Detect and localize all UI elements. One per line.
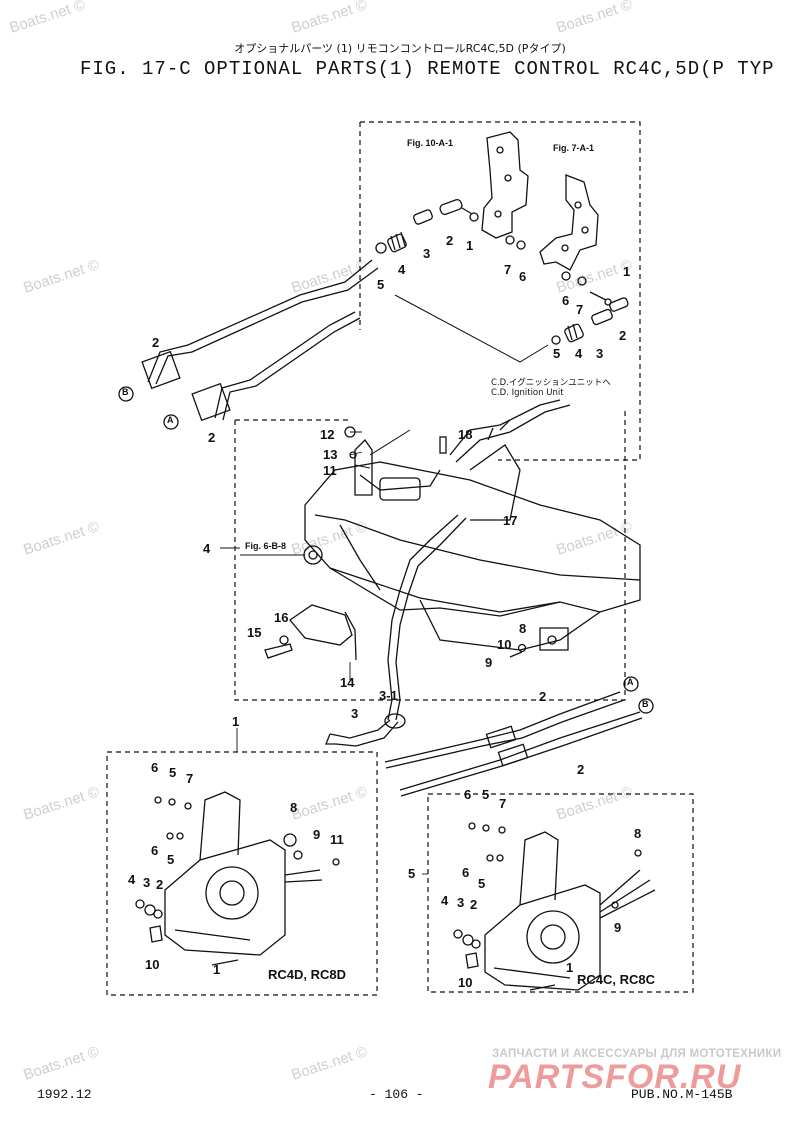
brand-logo: PARTSFOR.RU	[488, 1058, 742, 1096]
callout-4: 4	[398, 262, 406, 277]
callout-2: 2	[539, 689, 547, 704]
subtitle-japanese: オプショナルパーツ (1) リモコンコントロールRC4C,5D (Pタイプ)	[234, 42, 566, 55]
ignition-harness	[369, 399, 571, 721]
callout-10: 10	[145, 957, 160, 972]
callout-10: 10	[497, 637, 512, 652]
connector-a-marker	[163, 414, 179, 430]
callout-3-1: 3-1	[379, 688, 398, 703]
callout-5: 5	[482, 787, 490, 802]
callout-8: 8	[290, 800, 298, 815]
footer-page-number: - 106 -	[369, 1087, 424, 1102]
callout-6: 6	[151, 760, 159, 775]
control-cable-upper	[141, 259, 549, 422]
model-label-left: RC4D, RC8D	[268, 967, 347, 982]
callout-7: 7	[499, 796, 507, 811]
callout-2: 2	[152, 335, 160, 350]
cd-ignition-note-en: C.D. Ignition Unit	[491, 388, 564, 398]
ref-fig-7-a-1: Fig. 7-A-1	[553, 143, 595, 153]
callout-1: 1	[566, 960, 574, 975]
callout-5: 5	[377, 277, 385, 292]
footer-date: 1992.12	[37, 1087, 92, 1102]
callout-1: 1	[213, 962, 221, 977]
callout-3: 3	[457, 895, 465, 910]
callout-6: 6	[464, 787, 472, 802]
remote-control-box-left	[135, 791, 340, 966]
footer-publication-number: PUB.NO.M-145B	[631, 1087, 733, 1102]
callout-1: 1	[466, 238, 474, 253]
callout-2: 2	[470, 897, 478, 912]
callout-7: 7	[186, 771, 194, 786]
callout-9: 9	[614, 920, 622, 935]
callout-5: 5	[169, 765, 177, 780]
callout-5: 5	[478, 876, 486, 891]
callout-leader-lines	[220, 431, 500, 875]
callout-6: 6	[562, 293, 570, 308]
callout-4: 4	[441, 893, 449, 908]
bracket-fig-10-a-1	[481, 131, 529, 239]
remote-control-box-right	[453, 822, 656, 991]
callout-5: 5	[553, 346, 561, 361]
callout-9: 9	[313, 827, 321, 842]
callout-3: 3	[143, 875, 151, 890]
cable-end-parts-top	[375, 199, 629, 345]
connector-a-label: A	[167, 415, 174, 425]
lower-harness	[325, 713, 406, 747]
callout-4: 4	[128, 872, 136, 887]
callout-5: 5	[408, 866, 416, 881]
callout-10: 10	[458, 975, 473, 990]
callout-6: 6	[151, 843, 159, 858]
connector-b-label-lower: B	[642, 699, 649, 709]
connector-a-label-lower: A	[627, 677, 634, 687]
model-label-right: RC4C, RC8C	[577, 972, 656, 987]
callout-4: 4	[203, 541, 211, 556]
callout-2: 2	[208, 430, 216, 445]
callout-7: 7	[576, 302, 584, 317]
callout-16: 16	[274, 610, 289, 625]
mounting-plate	[264, 604, 569, 661]
callout-3: 3	[351, 706, 359, 721]
ref-fig-6-b-8: Fig. 6-B-8	[245, 541, 287, 551]
callout-8: 8	[519, 621, 527, 636]
connector-b-marker-lower	[638, 698, 654, 714]
callout-3: 3	[596, 346, 604, 361]
cd-ignition-note-jp: C.D.イグニッションユニットへ	[491, 378, 611, 388]
callout-2: 2	[577, 762, 585, 777]
callout-2: 2	[156, 877, 164, 892]
page-title: FIG. 17-C OPTIONAL PARTS(1) REMOTE CONTR…	[80, 58, 775, 80]
callout-5: 5	[167, 852, 175, 867]
bracket-fig-7-a-1	[539, 174, 599, 271]
connector-b-label: B	[122, 387, 129, 397]
callout-11: 11	[330, 832, 344, 847]
callout-8: 8	[634, 826, 642, 841]
callout-2: 2	[619, 328, 627, 343]
callout-17: 17	[503, 513, 518, 528]
dashed-group-outline	[106, 121, 694, 996]
callout-13: 13	[323, 447, 338, 462]
callout-15: 15	[247, 625, 262, 640]
callout-18: 18	[458, 427, 473, 442]
callout-6: 6	[519, 269, 527, 284]
callout-14: 14	[340, 675, 355, 690]
engine-lower-cowling	[303, 426, 641, 651]
connector-a-marker-lower	[623, 676, 639, 692]
callout-1: 1	[623, 264, 631, 279]
control-cable-lower	[384, 691, 643, 797]
callout-11: 11	[323, 463, 337, 478]
callout-1: 1	[232, 714, 240, 729]
callout-7: 7	[504, 262, 512, 277]
connector-b-marker	[118, 386, 134, 402]
callout-12: 12	[320, 427, 335, 442]
ref-fig-10-a-1: Fig. 10-A-1	[407, 138, 454, 148]
callout-2: 2	[446, 233, 454, 248]
callout-3: 3	[423, 246, 431, 261]
callout-6: 6	[462, 865, 470, 880]
callout-9: 9	[485, 655, 493, 670]
brand-tagline: ЗАПЧАСТИ И АКСЕССУАРЫ ДЛЯ МОТОТЕХНИКИ	[492, 1048, 782, 1060]
callout-4: 4	[575, 346, 583, 361]
